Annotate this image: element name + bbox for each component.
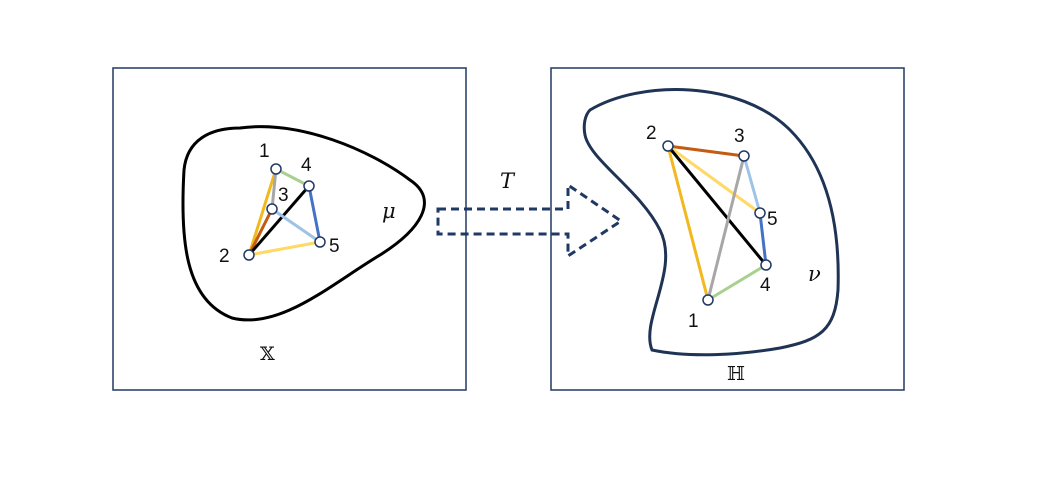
left-node-label-5: 5	[329, 236, 340, 257]
right-node-3	[738, 150, 750, 162]
right-support-region	[582, 88, 840, 357]
right-node-1	[702, 294, 714, 306]
left-panel: 1 2 3 4 5 μ 𝕏	[112, 67, 467, 391]
left-node-label-4: 4	[301, 155, 312, 176]
left-node-label-1: 1	[259, 141, 270, 162]
left-node-3	[266, 203, 278, 215]
left-edge-2-3	[247, 208, 274, 256]
right-edge-3-5	[742, 155, 762, 214]
right-edges	[666, 144, 768, 302]
right-node-5	[754, 207, 766, 219]
left-edge-2-5	[248, 240, 321, 257]
right-edge-2-3	[667, 144, 745, 158]
right-space-label: ℍ	[727, 363, 745, 385]
left-edge-1-3	[270, 168, 278, 210]
left-frame	[112, 67, 467, 391]
left-edge-3-5	[271, 207, 321, 244]
left-nodes	[243, 163, 326, 261]
right-edge-1-4	[707, 263, 767, 302]
right-node-label-2: 2	[646, 123, 657, 144]
right-edge-2-5	[667, 144, 761, 215]
right-edge-3-1	[706, 155, 746, 301]
right-nodes	[662, 140, 772, 306]
right-edge-5-4	[758, 212, 768, 266]
left-edges	[247, 167, 322, 257]
left-node-5	[314, 236, 326, 248]
left-node-2	[243, 249, 255, 261]
left-node-1	[270, 163, 282, 175]
map-arrow-shape	[436, 182, 624, 259]
left-edge-1-2	[247, 168, 278, 256]
left-support-region	[181, 125, 426, 322]
right-edge-2-1	[666, 145, 710, 301]
left-node-label-2: 2	[219, 246, 230, 267]
right-node-label-5: 5	[767, 209, 778, 230]
right-measure-label: ν	[808, 262, 821, 286]
left-measure-label: μ	[382, 199, 396, 223]
right-panel: 1 2 3 4 5 ν ℍ	[550, 67, 905, 391]
left-node-label-3: 3	[278, 185, 289, 206]
left-node-4	[303, 180, 315, 192]
right-node-label-1: 1	[688, 311, 699, 332]
left-edge-2-4	[247, 185, 311, 256]
map-label: T	[500, 169, 516, 193]
right-node-label-4: 4	[760, 275, 771, 296]
right-node-2	[662, 140, 674, 152]
left-edge-1-4	[275, 167, 310, 188]
right-frame	[550, 67, 905, 391]
right-node-label-3: 3	[734, 126, 745, 147]
right-edge-2-4	[666, 145, 768, 266]
left-edge-4-5	[307, 185, 322, 243]
map-arrow: T	[436, 169, 624, 259]
right-node-4	[760, 259, 772, 271]
left-space-label: 𝕏	[260, 343, 275, 365]
